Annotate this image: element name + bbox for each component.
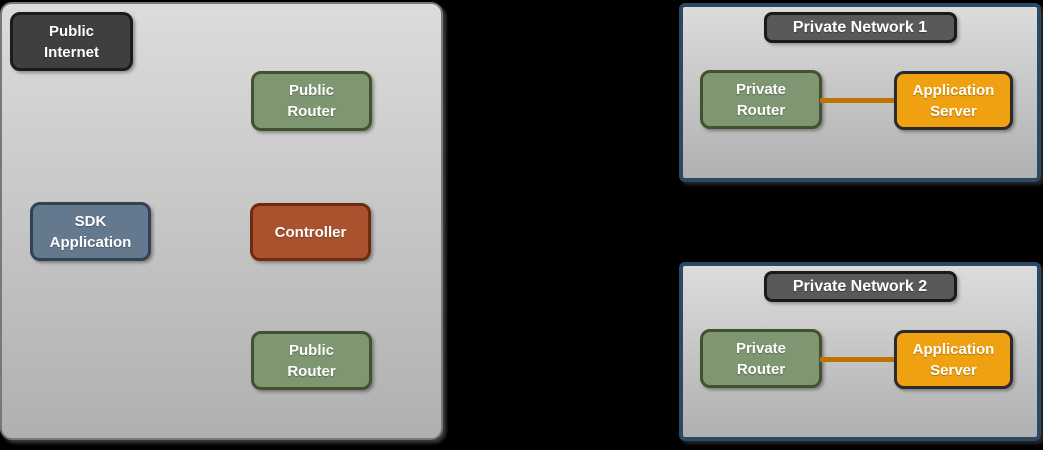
- private-network-1-zone: Private Network 1 Private Router Applica…: [679, 3, 1041, 182]
- private-router-2-node: Private Router: [700, 329, 822, 388]
- router-server-connection-line-2: [820, 357, 896, 362]
- private-network-2-title: Private Network 2: [763, 271, 957, 302]
- public-router-bottom-node: Public Router: [251, 331, 372, 390]
- private-network-2-zone: Private Network 2 Private Router Applica…: [679, 262, 1041, 441]
- application-server-2-node: Application Server: [894, 330, 1013, 389]
- sdk-application-node: SDK Application: [30, 202, 151, 261]
- application-server-1-node: Application Server: [894, 71, 1013, 130]
- public-router-top-node: Public Router: [251, 71, 372, 131]
- public-internet-zone: Public Internet Public Router SDK Applic…: [0, 2, 443, 440]
- public-internet-node: Public Internet: [10, 12, 133, 71]
- controller-node: Controller: [250, 203, 371, 261]
- private-network-1-title: Private Network 1: [763, 12, 957, 43]
- private-router-1-node: Private Router: [700, 70, 822, 129]
- router-server-connection-line-1: [820, 98, 896, 103]
